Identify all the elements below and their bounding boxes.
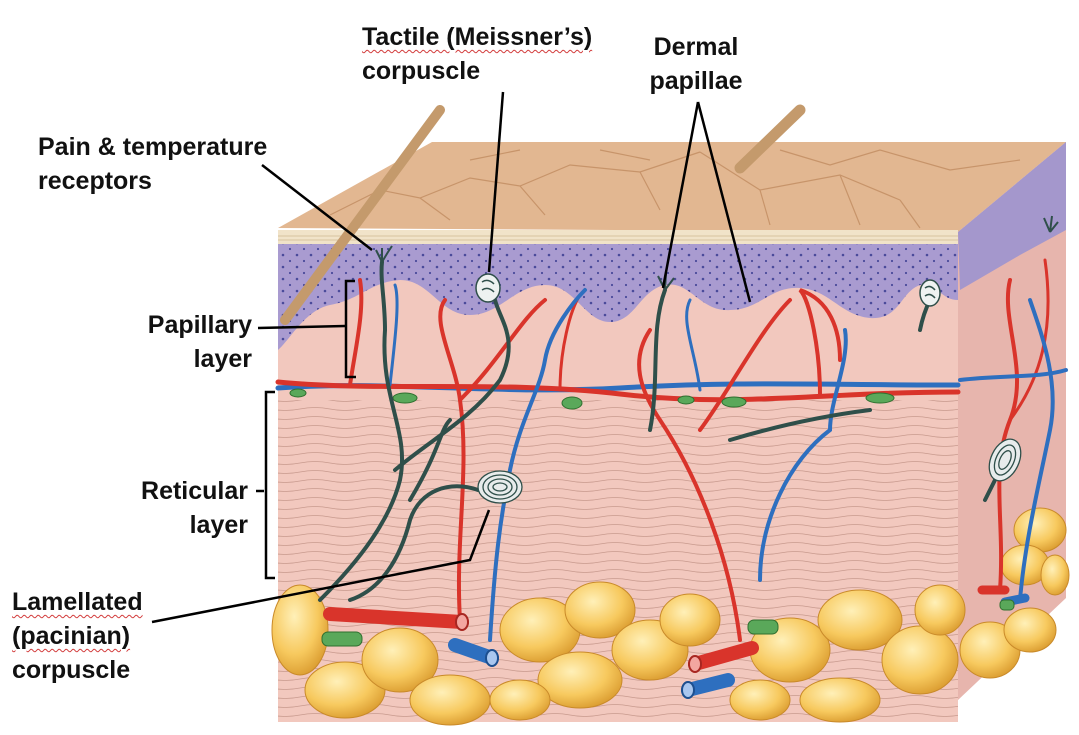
tactile-corpuscle-label: Tactile (Meissner’s) corpuscle bbox=[362, 20, 592, 88]
lamellated-line1: Lamellated bbox=[12, 588, 143, 616]
tactile-line2: corpuscle bbox=[362, 57, 481, 85]
reticular-line1: Reticular bbox=[141, 477, 248, 505]
meissner-corpuscles bbox=[475, 273, 941, 307]
dermal-line1: Dermal bbox=[653, 33, 739, 61]
hair-shaft-left bbox=[280, 105, 445, 325]
dermal-line2: papillae bbox=[649, 67, 743, 95]
stratum-corneum bbox=[278, 230, 958, 244]
pain-line2: receptors bbox=[38, 167, 152, 195]
pacinian-corpuscles bbox=[477, 438, 1022, 504]
lamellated-line3: corpuscle bbox=[12, 656, 131, 684]
dermal-papillae-label: Dermal papillae bbox=[636, 30, 756, 98]
side-epidermis bbox=[958, 142, 1066, 290]
lymphatic-vessels bbox=[289, 388, 1015, 647]
papillary-line2: layer bbox=[193, 345, 252, 373]
epidermis-dots bbox=[278, 244, 958, 350]
reticular-line2: layer bbox=[189, 511, 248, 539]
reticular-layer-label: Reticular layer bbox=[96, 474, 248, 542]
hair-shaft-right bbox=[734, 104, 806, 174]
lamellated-line2: (pacinian) bbox=[12, 622, 131, 650]
adipose-tissue bbox=[271, 507, 1070, 726]
skin-surface bbox=[278, 142, 1066, 232]
pain-temperature-receptors-label: Pain & temperature receptors bbox=[38, 130, 267, 198]
vascular-plexus bbox=[275, 258, 1068, 642]
sensory-nerves bbox=[318, 260, 1007, 602]
papillary-line1: Papillary bbox=[147, 311, 252, 339]
tactile-line1: Tactile (Meissner’s) bbox=[362, 23, 593, 51]
leader-lines bbox=[151, 91, 752, 624]
papillary-layer-label: Papillary layer bbox=[100, 308, 252, 376]
pain-line1: Pain & temperature bbox=[38, 133, 268, 161]
lamellated-corpuscle-label: Lamellated (pacinian) corpuscle bbox=[12, 585, 143, 687]
